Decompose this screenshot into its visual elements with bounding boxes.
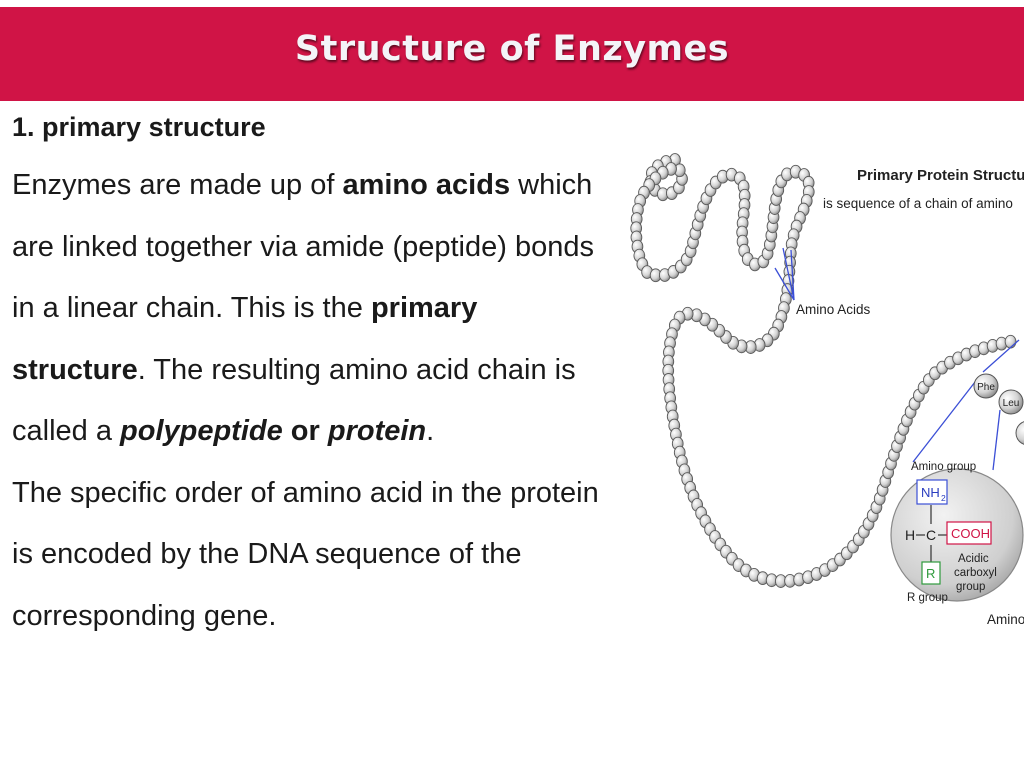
cooh-text: COOH: [951, 526, 990, 541]
paragraph-2: The specific order of amino acid in the …: [12, 476, 599, 632]
amino-group-label: Amino group: [911, 461, 976, 473]
r-group-label: R group: [907, 592, 948, 604]
nh2-box: [916, 479, 948, 505]
text-segment: Enzymes are made up of: [12, 169, 343, 201]
body-text: Enzymes are made up of amino acids which…: [12, 155, 612, 647]
term-primary-structure: primary structure: [12, 292, 478, 386]
h-atom: H: [905, 527, 915, 543]
c-atom: C: [926, 527, 936, 543]
term-amino-acids: amino acids: [342, 169, 511, 201]
text-segment: . The resulting amino acid chain is call…: [12, 353, 576, 448]
leu-label: Leu: [1003, 398, 1020, 409]
acidic-label-2: carboxyl: [954, 567, 997, 579]
acidic-label-1: Acidic: [958, 553, 989, 565]
title-banner: Structure of Enzymes: [0, 7, 1024, 101]
amino-acid-chain: [630, 153, 1017, 588]
term-polypeptide: polypeptide: [120, 415, 283, 447]
phe-label: Phe: [977, 382, 995, 393]
text-segment: which are linked together via amide (pep…: [12, 169, 594, 324]
section-heading: 1. primary structure: [12, 112, 266, 142]
chain-bead: [1015, 421, 1024, 445]
term-protein: protein: [327, 415, 427, 447]
leu-bead: [998, 389, 1024, 415]
detail-pointers: [912, 339, 1020, 471]
amino-acid-pointers: [774, 247, 795, 301]
cooh-box: [946, 521, 992, 545]
diagram-title: Primary Protein Structure: [857, 167, 1024, 184]
paragraph-1: Enzymes are made up of amino acids which…: [12, 155, 612, 463]
r-box: [921, 561, 941, 585]
amino-acids-label: Amino Acids: [796, 302, 871, 317]
protein-diagram-svg: Phe Leu Primary Protein Structure is seq…: [630, 153, 1024, 627]
acidic-label-3: group: [956, 581, 985, 593]
nh2-subscript: 2: [941, 493, 946, 503]
nh2-text: NH: [921, 485, 940, 500]
text-or: or: [282, 415, 328, 447]
protein-structure-diagram: Phe Leu Primary Protein Structure is seq…: [615, 150, 1024, 640]
amino-acid-bead: [1004, 334, 1017, 349]
diagram-subtitle: is sequence of a chain of amino: [823, 196, 1013, 211]
text-segment: .: [426, 415, 435, 447]
slide-title: Structure of Enzymes: [294, 29, 730, 69]
r-text: R: [926, 566, 935, 581]
phe-bead: [973, 373, 999, 399]
amino-cut-label: Amino: [987, 612, 1024, 627]
